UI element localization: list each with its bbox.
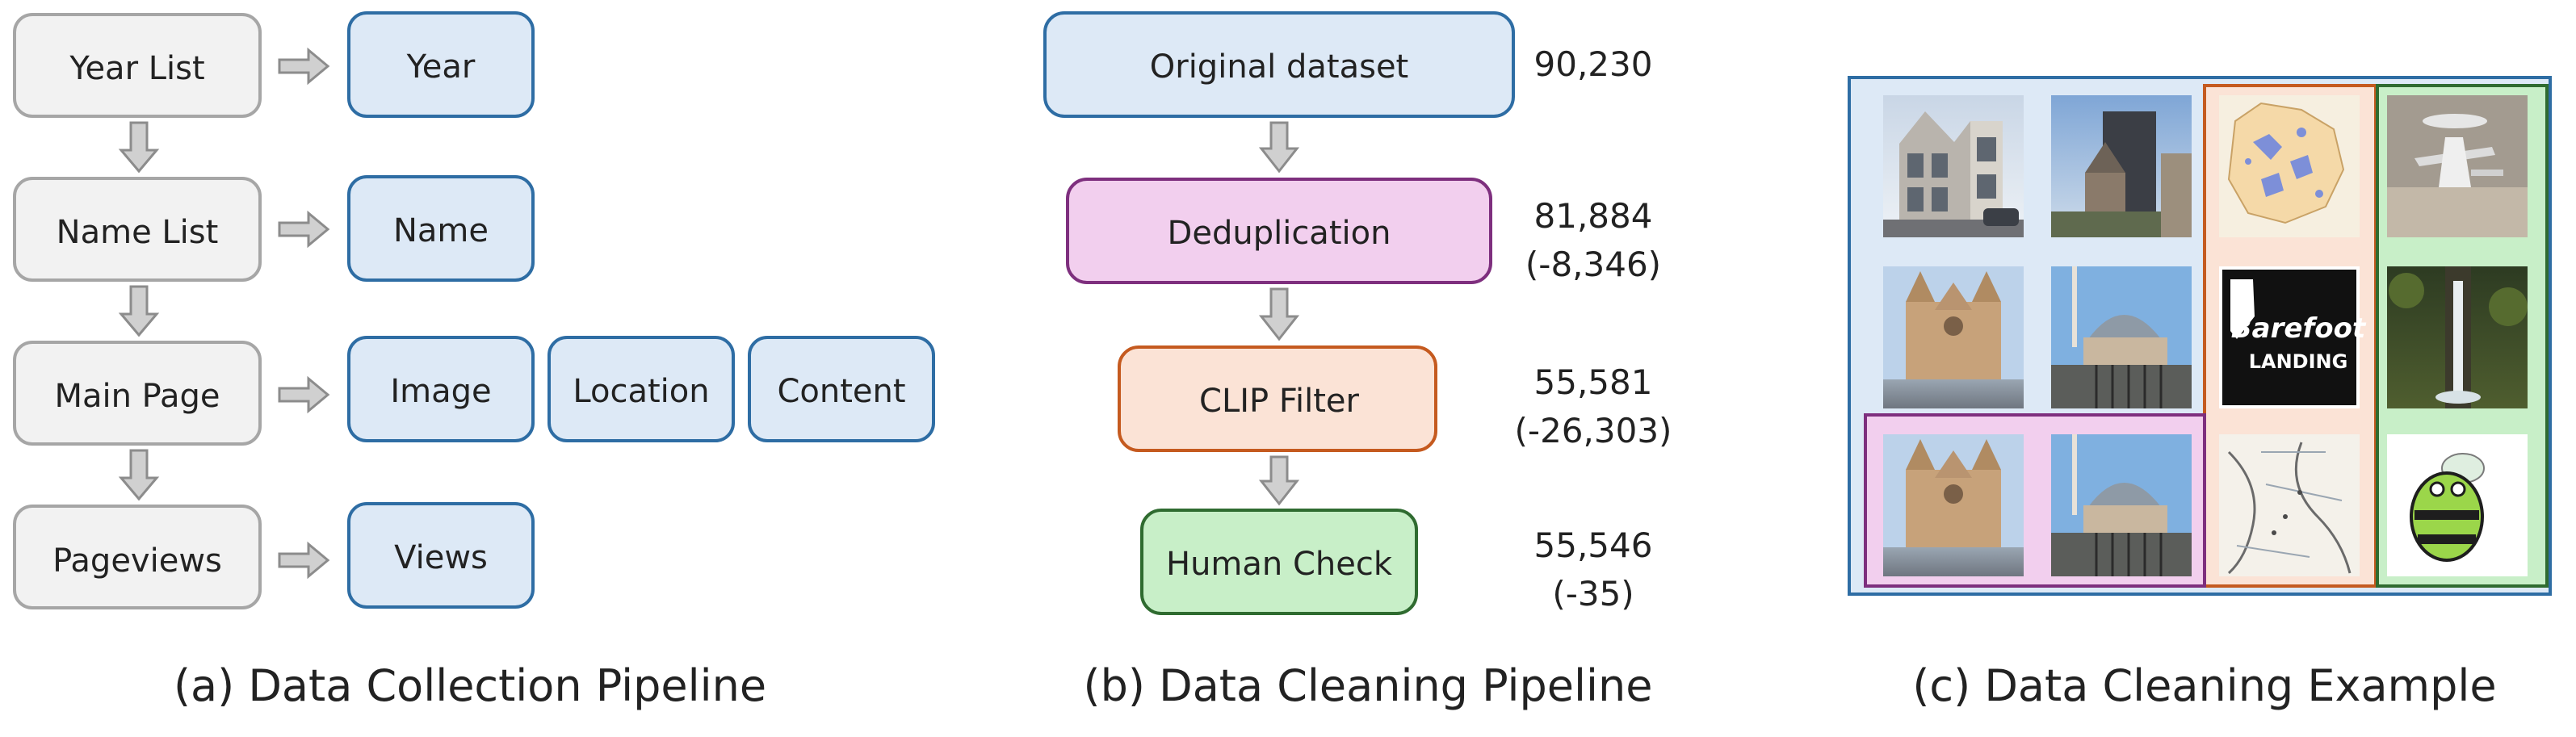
step-change: (-35) (1552, 574, 1634, 613)
step-label: Deduplication (1168, 215, 1391, 252)
mosque-photo-duplicate (2051, 434, 2192, 576)
step-change: (-26,303) (1515, 411, 1672, 450)
surveillance-aircraft-photo (2387, 95, 2528, 237)
waterfall-photo (2387, 266, 2528, 408)
field-label: Location (573, 373, 709, 410)
step-label: Human Check (1166, 546, 1393, 583)
field-box-name: Name (347, 175, 535, 282)
step-label: CLIP Filter (1199, 383, 1359, 420)
field-box-views: Views (347, 502, 535, 609)
down-arrow-icon (1258, 121, 1300, 174)
field-label: Views (394, 539, 488, 576)
down-arrow-icon (118, 449, 160, 501)
step-count: 55,546 (1534, 526, 1653, 565)
page-label: Pageviews (52, 542, 222, 580)
field-box-content: Content (748, 336, 935, 442)
down-arrows (118, 121, 160, 501)
cathedral-photo (1883, 266, 2024, 408)
step-box-deduplication: Deduplication (1066, 178, 1492, 284)
step-box-clip-filter: CLIP Filter (1118, 345, 1437, 452)
page-box-main-page: Main Page (13, 341, 262, 446)
logo-text: Barefoot (2231, 312, 2367, 345)
step-box-human-check: Human Check (1140, 509, 1418, 615)
panel-b-caption: (b) Data Cleaning Pipeline (1084, 660, 1653, 711)
panel-a: Year List Name List Main Page Pageviews (13, 11, 935, 711)
right-arrow-icon (278, 375, 330, 414)
page-box-year-list: Year List (13, 13, 262, 118)
cathedral-photo-duplicate (1883, 434, 2024, 576)
logo-text: LANDING (2249, 350, 2348, 373)
down-arrow-icon (118, 121, 160, 174)
panel-b: Original dataset Deduplication CLIP Filt… (1043, 11, 1672, 711)
panel-c-caption: (c) Data Cleaning Example (1912, 660, 2496, 711)
down-arrow-icon (1258, 287, 1300, 341)
modern-building-photo (2051, 95, 2192, 237)
step-count: 81,884 (1534, 196, 1653, 236)
page-label: Main Page (54, 378, 220, 415)
page-label: Year List (69, 50, 204, 87)
bee-mascot-logo (2387, 434, 2528, 576)
field-box-location: Location (548, 336, 735, 442)
panel-a-caption: (a) Data Collection Pipeline (174, 660, 766, 711)
barefoot-landing-logo: Barefoot LANDING (2219, 266, 2367, 408)
field-label: Content (777, 373, 905, 410)
step-counts: 90,230 81,884 (-8,346) 55,581 (-26,303) … (1515, 44, 1672, 613)
field-box-image: Image (347, 336, 535, 442)
page-label: Name List (57, 214, 219, 251)
page-box-name-list: Name List (13, 177, 262, 282)
right-arrows (278, 47, 330, 580)
mosque-photo (2051, 266, 2192, 408)
nautical-chart-thumbnail (2219, 434, 2360, 576)
step-label: Original dataset (1150, 48, 1408, 86)
field-box-year: Year (347, 11, 535, 118)
victorian-house-photo (1883, 95, 2024, 237)
right-arrow-icon (278, 210, 330, 249)
field-label: Image (390, 373, 491, 410)
panel-c: Barefoot LANDING (1848, 76, 2552, 711)
field-label: Year (406, 48, 476, 86)
city-map-thumbnail (2219, 95, 2360, 237)
down-arrow-icon (118, 285, 160, 337)
step-count: 90,230 (1534, 44, 1653, 84)
field-label: Name (393, 212, 489, 249)
page-box-pageviews: Pageviews (13, 505, 262, 609)
step-arrows (1258, 121, 1300, 506)
step-box-original-dataset: Original dataset (1043, 11, 1515, 118)
right-arrow-icon (278, 541, 330, 580)
step-count: 55,581 (1534, 362, 1653, 402)
right-arrow-icon (278, 47, 330, 86)
down-arrow-icon (1258, 455, 1300, 506)
step-change: (-8,346) (1525, 245, 1661, 284)
